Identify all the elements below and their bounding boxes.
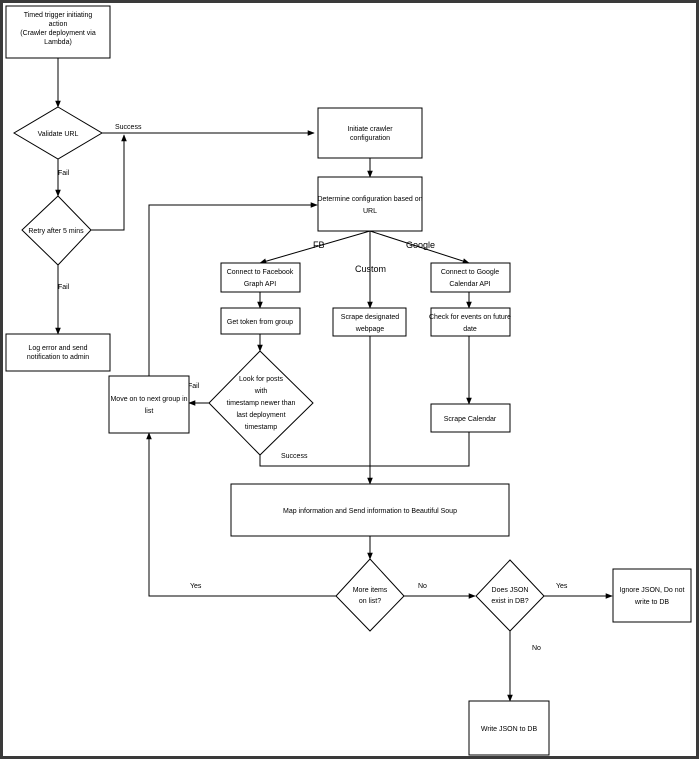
flowchart-canvas: Success Fail Fail FB Custom Google Fail …	[3, 3, 696, 756]
node-look-posts: Look for posts with timestamp newer than…	[208, 350, 314, 456]
node-ignore-json-line: Ignore JSON, Do not	[620, 587, 685, 594]
edge-move-determine	[148, 202, 318, 376]
edge-label-fb: FB	[313, 240, 325, 250]
node-json-exists-line: exist in DB?	[491, 598, 528, 605]
node-check-events-line: Check for events on future	[429, 314, 511, 321]
edge-look-map	[259, 455, 370, 467]
node-trigger: Timed trigger initiating action (Crawler…	[5, 5, 111, 59]
node-init-crawler-line: configuration	[350, 135, 390, 142]
node-log-error: Log error and send notification to admin	[5, 333, 111, 372]
edge-label-custom: Custom	[355, 264, 386, 274]
node-more-items: More items on list?	[335, 558, 405, 632]
edge-retry-back	[91, 134, 127, 231]
node-init-crawler-line: Initiate crawler	[347, 126, 393, 133]
node-ignore-json-line: write to DB	[634, 599, 670, 606]
node-check-events: Check for events on future date	[429, 307, 511, 337]
node-json-exists-line: Does JSON	[492, 587, 529, 594]
edge-determine-google	[369, 230, 470, 264]
node-scrape-web-line: Scrape designated	[341, 314, 399, 321]
node-move-next-line: list	[145, 408, 154, 415]
edges	[55, 58, 613, 702]
node-trigger-line: (Crawler deployment via	[20, 30, 96, 37]
node-trigger-line: Timed trigger initiating	[24, 12, 93, 19]
node-scrape-cal: Scrape Calendar	[430, 403, 511, 433]
node-validate: Validate URL	[13, 106, 103, 160]
node-connect-fb: Connect to Facebook Graph API	[220, 262, 301, 293]
node-retry-line: Retry after 5 mins	[28, 228, 84, 235]
edge-label-yes-json: Yes	[556, 583, 568, 590]
edge-label-success-top: Success	[115, 124, 142, 131]
node-map-info-line: Map information and Send information to …	[283, 508, 457, 515]
node-get-token: Get token from group	[220, 307, 301, 335]
edge-label-success-look: Success	[281, 453, 308, 460]
node-connect-fb-line: Graph API	[244, 281, 276, 288]
node-move-next-line: Move on to next group in	[110, 396, 187, 403]
node-write-json: Write JSON to DB	[468, 700, 550, 756]
node-scrape-web: Scrape designated webpage	[332, 307, 407, 337]
edge-label-google: Google	[406, 240, 435, 250]
node-trigger-line: action	[49, 21, 68, 28]
node-determine-line: URL	[363, 208, 377, 215]
node-check-events-line: date	[463, 326, 477, 333]
node-get-token-line: Get token from group	[227, 319, 293, 326]
edge-more-move	[146, 432, 336, 597]
node-look-posts-line: timestamp	[245, 424, 277, 431]
node-connect-google: Connect to Google Calendar API	[430, 262, 511, 293]
node-look-posts-line: with	[254, 388, 268, 395]
node-more-items-line: on list?	[359, 598, 381, 605]
node-init-crawler: Initiate crawler configuration	[317, 107, 423, 159]
edge-label-fail-validate: Fail	[58, 170, 70, 177]
node-determine-line: Determine configuration based on	[317, 196, 422, 203]
node-look-posts-line: Look for posts	[239, 376, 283, 383]
node-log-error-line: Log error and send	[28, 345, 87, 352]
edge-scrape-map	[370, 432, 470, 467]
node-trigger-line: Lambda)	[44, 39, 72, 46]
node-scrape-cal-line: Scrape Calendar	[444, 416, 497, 423]
node-retry: Retry after 5 mins	[21, 195, 92, 266]
node-look-posts-line: last deployment	[236, 412, 285, 419]
node-validate-line: Validate URL	[38, 131, 79, 138]
node-ignore-json: Ignore JSON, Do not write to DB	[612, 568, 692, 623]
node-connect-google-line: Calendar API	[449, 281, 490, 288]
edge-label-fail-look: Fail	[188, 383, 200, 390]
node-connect-google-line: Connect to Google	[441, 269, 499, 276]
node-move-next: Move on to next group in list	[108, 375, 190, 434]
node-map-info: Map information and Send information to …	[230, 483, 510, 537]
edge-labels: Success Fail Fail FB Custom Google Fail …	[58, 124, 568, 652]
edge-label-yes-more: Yes	[190, 583, 202, 590]
node-look-posts-line: timestamp newer than	[227, 400, 296, 407]
node-more-items-line: More items	[353, 587, 388, 594]
edge-label-fail-retry: Fail	[58, 284, 70, 291]
node-scrape-web-line: webpage	[355, 326, 385, 333]
node-write-json-line: Write JSON to DB	[481, 726, 538, 733]
node-connect-fb-line: Connect to Facebook	[227, 269, 294, 276]
edge-label-no-json: No	[532, 645, 541, 652]
node-json-exists: Does JSON exist in DB?	[475, 559, 545, 632]
node-determine: Determine configuration based on URL	[317, 176, 423, 232]
edge-determine-fb	[259, 230, 371, 264]
node-log-error-line: notification to admin	[27, 354, 89, 361]
edge-label-no-more: No	[418, 583, 427, 590]
